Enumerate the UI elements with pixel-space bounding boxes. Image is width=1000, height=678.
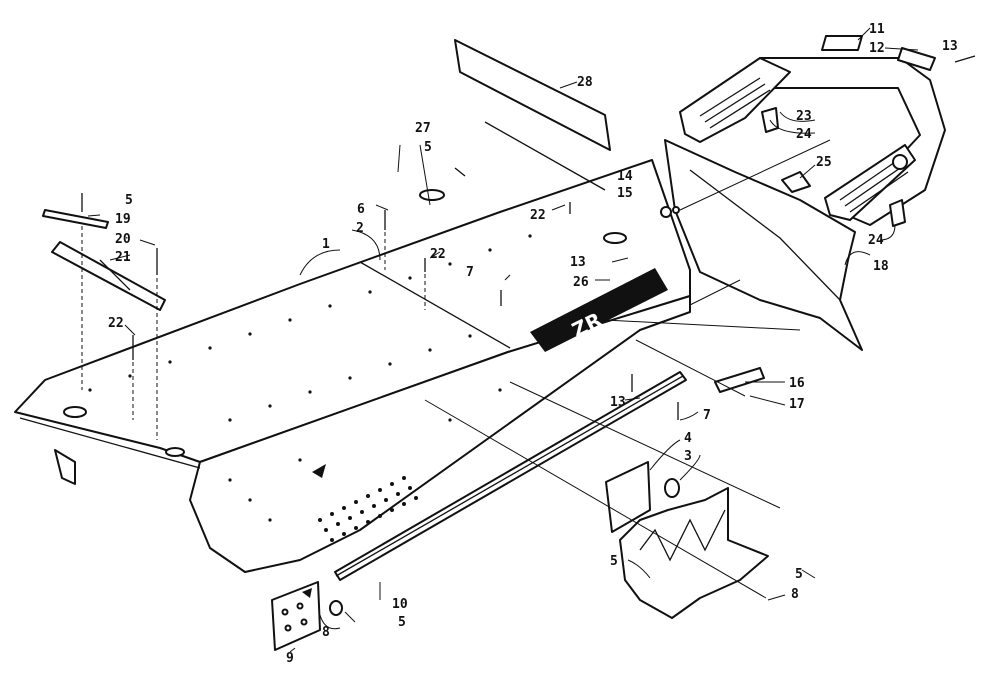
bracket-21-fold (99, 259, 131, 291)
callout-24a: 24 (796, 127, 812, 142)
leader-lines (87, 27, 919, 653)
assembly-lines (81, 139, 831, 599)
washer-15 (672, 206, 680, 214)
callout-11: 11 (869, 22, 885, 37)
callout-13b: 13 (570, 255, 586, 270)
callout-25: 25 (816, 155, 832, 170)
snowflap-ridge (689, 169, 841, 301)
callout-5d: 5 (795, 567, 803, 582)
reflector-11 (821, 35, 863, 51)
tunnel-front-flange (54, 449, 76, 485)
spacer-3 (664, 478, 680, 498)
callout-18: 18 (873, 259, 889, 274)
callout-22b: 22 (530, 208, 546, 223)
tunnel-seam (359, 261, 511, 349)
callout-20: 20 (115, 232, 131, 247)
callout-23: 23 (796, 109, 812, 124)
washer-8-lower (329, 600, 343, 616)
callout-27: 27 (415, 121, 431, 136)
callout-5c: 5 (610, 554, 618, 569)
snowflap (664, 139, 863, 351)
bracket-3 (619, 487, 769, 619)
bracket-3-teeth (639, 509, 726, 562)
callout-13c: 13 (610, 395, 626, 410)
callout-8a: 8 (322, 625, 330, 640)
plate-9-hole (284, 624, 292, 632)
callout-5b: 5 (424, 140, 432, 155)
decal-sheet-guide (484, 121, 606, 191)
callout-3: 3 (684, 449, 692, 464)
callouts: 1 2 3 4 5 5 5 5 5 6 7 7 8 8 9 10 11 12 1… (108, 22, 958, 666)
callout-26: 26 (573, 275, 589, 290)
callout-22a: 22 (108, 316, 124, 331)
bolt-13-top (954, 55, 976, 63)
plate-9-hole (300, 618, 308, 626)
tunnel-vent-holes (318, 476, 418, 542)
rear-bumper-assembly (679, 57, 946, 226)
tunnel-rivets (88, 234, 532, 522)
running-board-edge (335, 375, 684, 577)
callout-14: 14 (617, 169, 633, 184)
callout-16: 16 (789, 376, 805, 391)
callout-15: 15 (617, 186, 633, 201)
callout-28: 28 (577, 75, 593, 90)
callout-2: 2 (356, 221, 364, 236)
bracket-4 (605, 461, 651, 533)
callout-12: 12 (869, 41, 885, 56)
plate-9-hole (296, 602, 304, 610)
callout-17: 17 (789, 397, 805, 412)
fasteners (81, 167, 679, 420)
callout-19: 19 (115, 212, 131, 227)
decal-sheet (454, 39, 611, 151)
nut-14 (660, 206, 672, 218)
reflector-12 (897, 47, 936, 71)
callout-7b: 7 (703, 408, 711, 423)
tunnel-edge-bend (19, 417, 201, 469)
callout-1: 1 (322, 237, 330, 252)
reflector-16 (714, 367, 765, 393)
bumper-pivot (892, 154, 908, 170)
callout-24b: 24 (868, 233, 884, 248)
callout-7a: 7 (466, 265, 474, 280)
tunnel-slot (165, 447, 185, 457)
callout-5a: 5 (125, 193, 133, 208)
callout-9: 9 (286, 651, 294, 666)
bumper-grip-ribs (699, 77, 909, 213)
callout-4: 4 (684, 431, 692, 446)
callout-21: 21 (115, 250, 131, 265)
tunnel-assembly: ZR (14, 159, 691, 573)
plate-9-marker (302, 588, 312, 598)
plate-9 (271, 581, 321, 651)
bracket-21 (51, 241, 166, 311)
clip-24-right (889, 199, 906, 227)
tunnel-side-wall (189, 295, 691, 573)
callout-13a: 13 (942, 39, 958, 54)
callout-8b: 8 (791, 587, 799, 602)
tunnel-slot (419, 189, 445, 201)
callout-6: 6 (357, 202, 365, 217)
plate-9-hole (281, 608, 289, 616)
tunnel-slot (603, 232, 627, 244)
callout-10: 10 (392, 597, 408, 612)
callout-22c: 22 (430, 247, 446, 262)
nut-clip-25 (781, 171, 811, 193)
tunnel-arrow-marker (312, 464, 326, 478)
tunnel-top-deck (14, 159, 691, 463)
tunnel-decal (530, 268, 668, 352)
strip-19 (42, 209, 109, 229)
callout-5e: 5 (398, 615, 406, 630)
tunnel-slot (63, 406, 87, 418)
